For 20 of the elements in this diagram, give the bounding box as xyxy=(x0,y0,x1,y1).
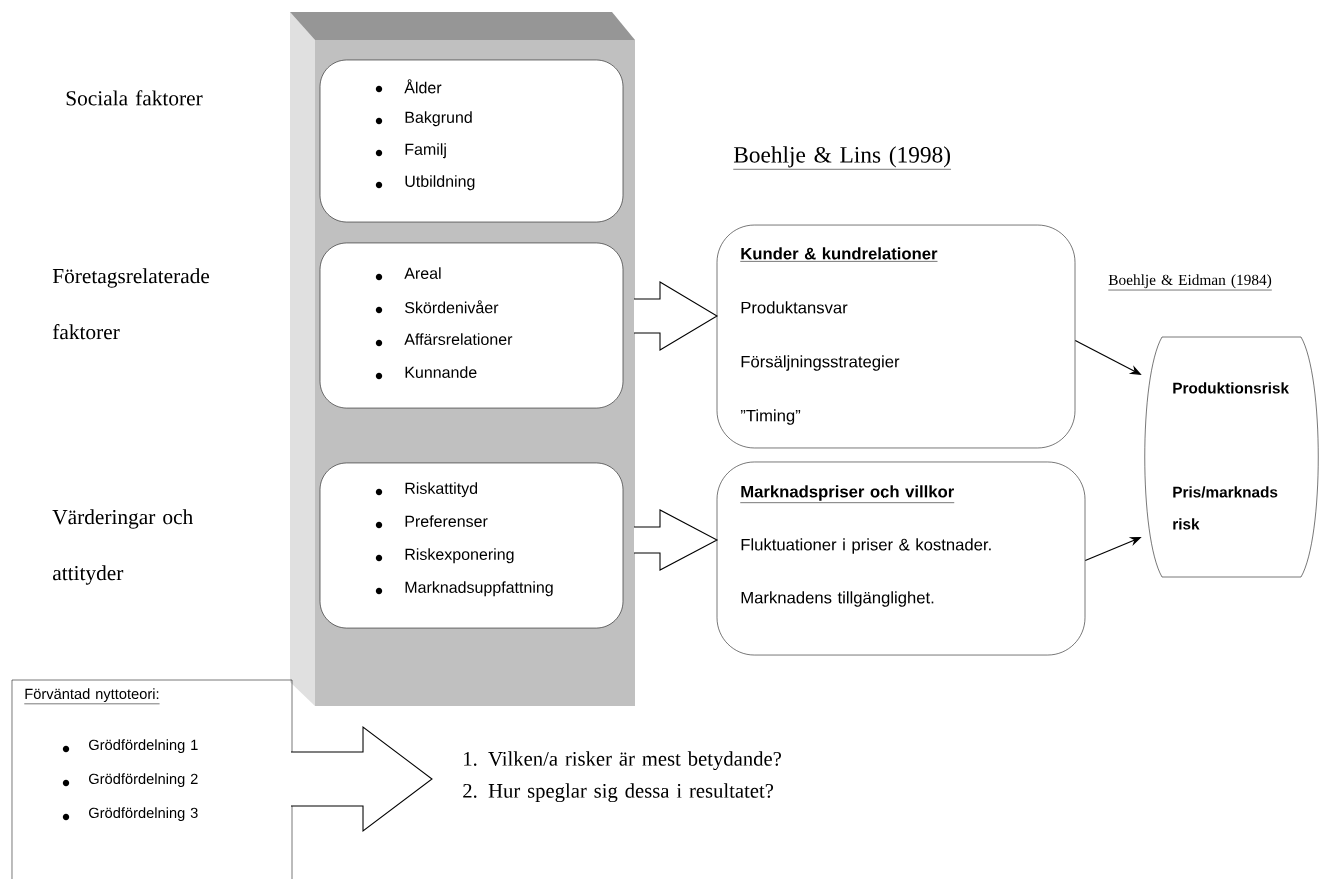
category-label: Sociala faktorer xyxy=(66,90,203,106)
bullet-list-box: Riskattityd Preferenser Riskexponering Marknadsuppfattning xyxy=(319,462,624,629)
reference-label: Boehlje & Eidman (1984) xyxy=(1108,274,1273,291)
bullet-list-box: Ålder Bakgrund Familj Utbildning xyxy=(319,59,624,223)
risk-barrel: Produktionsrisk Pris/marknads risk xyxy=(1144,336,1319,578)
block-arrow xyxy=(290,725,433,833)
node-label: Grödfördelning 1 xyxy=(89,739,198,753)
category-label: Värderingar och attityder xyxy=(52,509,193,585)
bullet-list-box: Areal Skördenivåer Affärsrelationer Kunnande xyxy=(319,242,624,409)
factor-box: Marknadspriser och villkor Fluktuationer i priser & kostnader. Marknadens tillgänglighet. xyxy=(716,461,1086,656)
node-label: Förväntad nyttoteori: xyxy=(25,688,159,702)
block-arrow xyxy=(633,281,719,351)
block-arrow xyxy=(633,509,719,571)
question-list: 1. Vilken/a risker är mest betydande? 2. Hur speglar sig dessa i resultatet? xyxy=(463,751,781,803)
factor-box: Kunder & kundrelationer Produktansvar Försäljningsstrategier ”Timing” xyxy=(716,224,1076,449)
category-label: Företagsrelaterade faktorer xyxy=(52,268,210,340)
node-label: Grödfördelning 2 xyxy=(89,773,198,787)
reference-label: Boehlje & Lins (1998) xyxy=(733,146,952,170)
node-label: Grödfördelning 3 xyxy=(89,807,198,821)
theory-box: Förväntad nyttoteori: Grödfördelning 1 Grödfördelning 2 Grödfördelning 3 xyxy=(11,679,293,879)
